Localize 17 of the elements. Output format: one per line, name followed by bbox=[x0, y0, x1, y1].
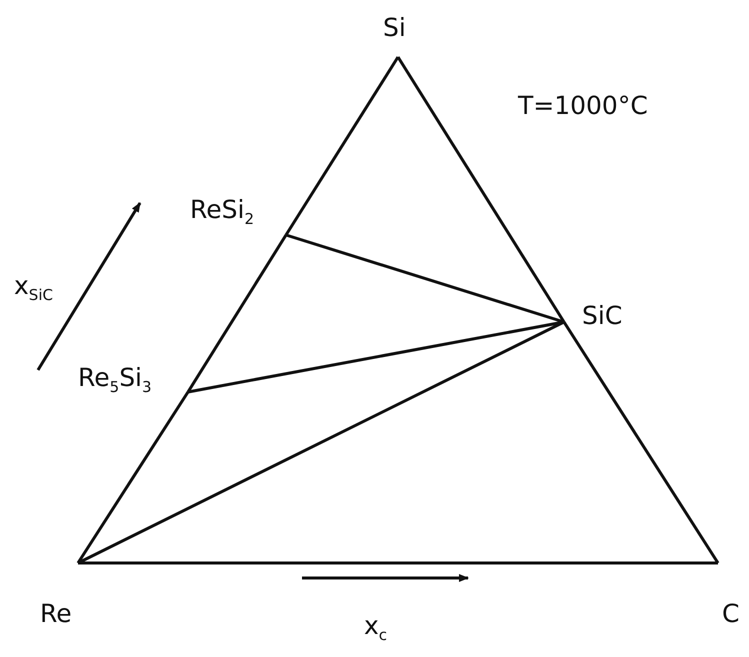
axis-variable-label: x$_{c}$ bbox=[364, 612, 388, 640]
phase-label: SiC bbox=[582, 302, 622, 330]
phase-line bbox=[396, 56, 566, 323]
phase-line bbox=[286, 234, 564, 324]
phase-label: C bbox=[722, 600, 740, 628]
phase-line bbox=[77, 320, 565, 564]
phase-label: Re$_{5}$Si$_{3}$ bbox=[78, 364, 152, 392]
phase-line bbox=[78, 562, 718, 564]
phase-label: ReSi$_{2}$ bbox=[190, 196, 254, 224]
temperature-label: T=1000°C bbox=[518, 92, 648, 120]
phase-line bbox=[562, 321, 720, 564]
phase-label: Si bbox=[383, 14, 406, 42]
phase-line bbox=[284, 56, 400, 236]
axis-variable-label: x$_{SiC}$ bbox=[14, 272, 53, 300]
phase-label: Re bbox=[40, 600, 72, 628]
phase-line bbox=[186, 234, 288, 393]
phase-line bbox=[76, 391, 190, 564]
